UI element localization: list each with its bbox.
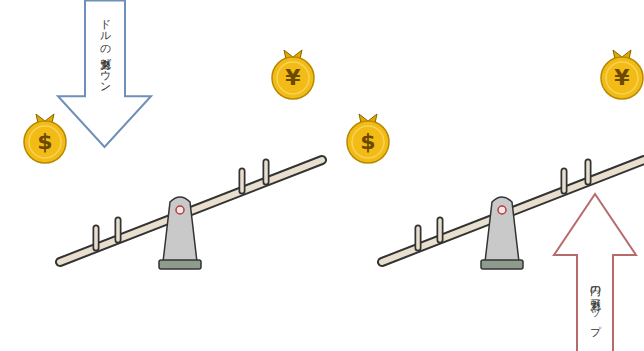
arrow-caption: 円の魅力アップ: [577, 257, 613, 349]
seesaw-pivot: [176, 206, 184, 214]
seesaw-left: [60, 160, 322, 269]
currency-symbol: $: [348, 122, 388, 162]
seesaw-stand: [485, 197, 519, 262]
seesaw-stand: [163, 197, 197, 262]
coin-body: [24, 121, 66, 163]
seesaw-pivot: [498, 206, 506, 214]
yen-coin-bag: ¥: [599, 46, 644, 100]
seesaw-plank: [60, 160, 322, 262]
currency-symbol: ¥: [602, 58, 642, 98]
seesaw-base: [159, 260, 201, 269]
down-arrow-callout: ドルの魅力ダウン: [57, 0, 152, 148]
yen-coin-bag: ¥: [270, 46, 316, 100]
seesaw-base: [481, 260, 523, 269]
arrow-caption: ドルの魅力ダウン: [85, 3, 125, 95]
arrow-shape: [554, 194, 636, 351]
currency-symbol: ¥: [273, 58, 313, 98]
currency-symbol: $: [25, 122, 65, 162]
dollar-coin-bag: $: [345, 110, 391, 164]
coin-body: [347, 121, 389, 163]
arrow-shape: [58, 1, 151, 148]
coin-body: [601, 57, 643, 99]
coin-body: [272, 57, 314, 99]
up-arrow-callout: 円の魅力アップ: [553, 193, 637, 351]
seesaw-plank-outline: [60, 160, 322, 262]
dollar-coin-bag: $: [22, 110, 68, 164]
